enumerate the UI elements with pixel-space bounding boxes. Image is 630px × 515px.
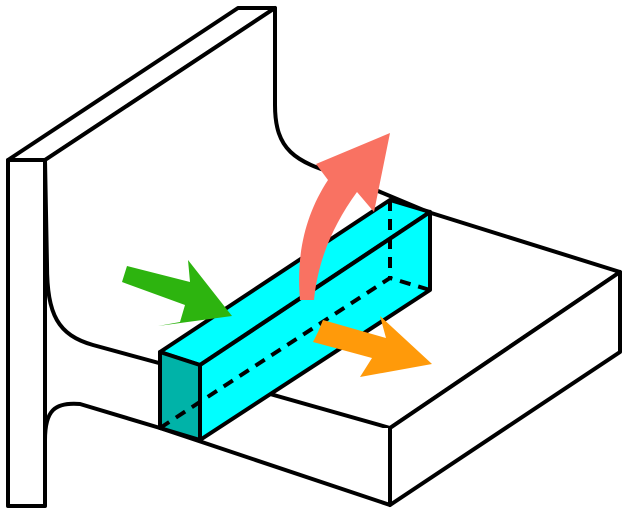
green-arrow-icon: [122, 260, 232, 326]
lower-fillet-edge: [43, 401, 162, 442]
curved-salmon-arrow-icon: [299, 133, 390, 300]
vertical-plate-front-face: [6, 158, 47, 508]
flange-right-face: [388, 270, 622, 507]
element-end-face: [158, 350, 202, 442]
orange-arrow-icon: [313, 316, 432, 377]
element-hidden-edge-back: [158, 275, 431, 430]
